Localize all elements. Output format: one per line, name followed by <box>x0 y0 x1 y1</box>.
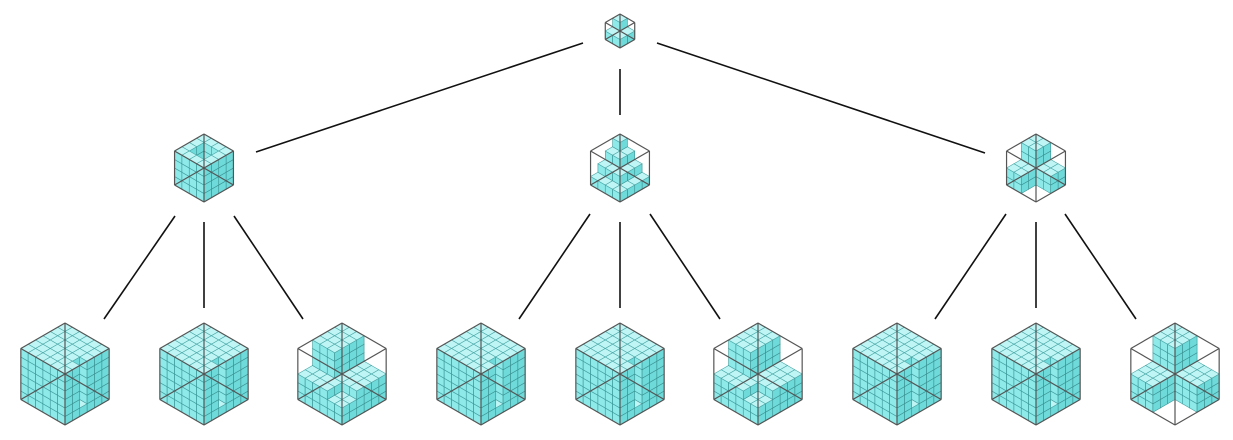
bounding-cube-edge <box>480 322 526 350</box>
bounding-cube-edge <box>1006 133 1037 152</box>
bounding-cube-edge <box>619 30 636 41</box>
bounding-cube-edge <box>297 398 343 426</box>
voxel-node-l2-a2 <box>159 322 249 426</box>
bounding-cube-edge <box>297 322 343 350</box>
edge-l1-a-l2-a3 <box>233 215 304 320</box>
bounding-cube-edge <box>64 347 110 375</box>
bounding-cube-edge <box>436 373 482 401</box>
bounding-cube-edge <box>159 398 205 426</box>
bounding-cube-edge <box>619 133 650 152</box>
bounding-cube-edge <box>174 167 205 186</box>
bounding-cube-edge <box>436 322 482 350</box>
tree-edges <box>103 42 1137 320</box>
bounding-cube-edge <box>297 347 343 375</box>
bounding-cube-edge <box>619 167 650 186</box>
bounding-cube-edge <box>590 167 621 186</box>
bounding-cube-edge <box>619 373 665 401</box>
voxel-node-l2-b1 <box>436 322 526 426</box>
bounding-cube-edge <box>174 150 205 169</box>
bounding-cube-edge <box>64 322 110 350</box>
voxel-face-top <box>326 343 343 354</box>
bounding-cube-edge <box>203 373 249 401</box>
bounding-cube-edge <box>590 133 621 152</box>
edge-l1-c-l2-c3 <box>1064 213 1137 320</box>
bounding-cube-edge <box>480 398 526 426</box>
bounding-cube-edge <box>203 322 249 350</box>
bounding-cube-edge <box>590 184 621 203</box>
bounding-cube-edge <box>20 373 66 401</box>
voxel-node-l1-a <box>173 133 235 203</box>
voxel-node-l2-a3 <box>297 322 387 426</box>
voxel-node-l2-b2 <box>575 322 665 426</box>
bounding-cube-edge <box>604 30 621 41</box>
edge-l1-a-l2-a1 <box>103 215 176 320</box>
bounding-cube-edge <box>575 373 621 401</box>
voxel-node-l2-a1 <box>20 322 110 426</box>
bounding-cube-edge <box>619 13 636 24</box>
bounding-cube-edge <box>1006 184 1037 203</box>
bounding-cube-edge <box>480 373 526 401</box>
bounding-cube-edge <box>619 347 665 375</box>
bounding-cube-edge <box>64 398 110 426</box>
bounding-cube-edge <box>64 373 110 401</box>
bounding-cube-edge <box>590 150 621 169</box>
bounding-cube-edge <box>619 322 665 350</box>
bounding-cube-edge <box>1035 184 1066 203</box>
voxel-node-l2-c3 <box>1130 322 1220 426</box>
bounding-cube-edge <box>20 398 66 426</box>
bounding-cube-edge <box>1006 150 1037 169</box>
bounding-cube-edge <box>159 373 205 401</box>
bounding-cube-edge <box>1035 167 1066 186</box>
bounding-cube-edge <box>341 347 387 375</box>
bounding-cube-edge <box>619 184 650 203</box>
bounding-cube-edge <box>203 347 249 375</box>
edge-l1-b-l2-b3 <box>649 213 721 320</box>
voxel-node-l2-c1 <box>852 322 942 426</box>
voxel-node-l1-c <box>1005 133 1067 203</box>
bounding-cube-edge <box>436 347 482 375</box>
bounding-cube-edge <box>436 398 482 426</box>
bounding-cube-edge <box>619 21 636 32</box>
voxel-node-l2-c2 <box>991 322 1081 426</box>
bounding-cube-edge <box>203 150 234 169</box>
bounding-cube-edge <box>604 21 621 32</box>
bounding-cube-edge <box>480 347 526 375</box>
bounding-cube-edge <box>203 398 249 426</box>
bounding-cube-edge <box>203 184 234 203</box>
edge-root-l1-a <box>255 42 584 153</box>
bounding-cube-edge <box>203 133 234 152</box>
bounding-cube-edge <box>174 133 205 152</box>
bounding-cube-edge <box>575 347 621 375</box>
edge-l1-b-l2-b1 <box>518 213 591 320</box>
bounding-cube-edge <box>575 398 621 426</box>
bounding-cube-edge <box>619 150 650 169</box>
voxel-node-root <box>604 13 636 49</box>
bounding-cube-edge <box>174 184 205 203</box>
bounding-cube-edge <box>619 398 665 426</box>
bounding-cube-edge <box>604 38 621 49</box>
bounding-cube-edge <box>1035 133 1066 152</box>
bounding-cube-edge <box>159 322 205 350</box>
bounding-cube-edge <box>1006 167 1037 186</box>
bounding-cube-edge <box>203 167 234 186</box>
bounding-cube-edge <box>604 13 621 24</box>
bounding-cube-edge <box>341 398 387 426</box>
bounding-cube-edge <box>20 322 66 350</box>
edge-l1-c-l2-c1 <box>934 213 1007 320</box>
bounding-cube-edge <box>297 373 343 401</box>
bounding-cube-edge <box>341 373 387 401</box>
bounding-cube-edge <box>341 322 387 350</box>
bounding-cube-edge <box>575 322 621 350</box>
tree-nodes <box>20 13 1220 426</box>
bounding-cube-edge <box>1035 150 1066 169</box>
bounding-cube-edge <box>619 38 636 49</box>
bounding-cube-edge <box>20 347 66 375</box>
voxel-node-l1-b <box>589 133 651 203</box>
edge-root-l1-c <box>656 42 986 154</box>
bounding-cube-edge <box>159 347 205 375</box>
voxel-node-l2-b3 <box>713 322 803 426</box>
